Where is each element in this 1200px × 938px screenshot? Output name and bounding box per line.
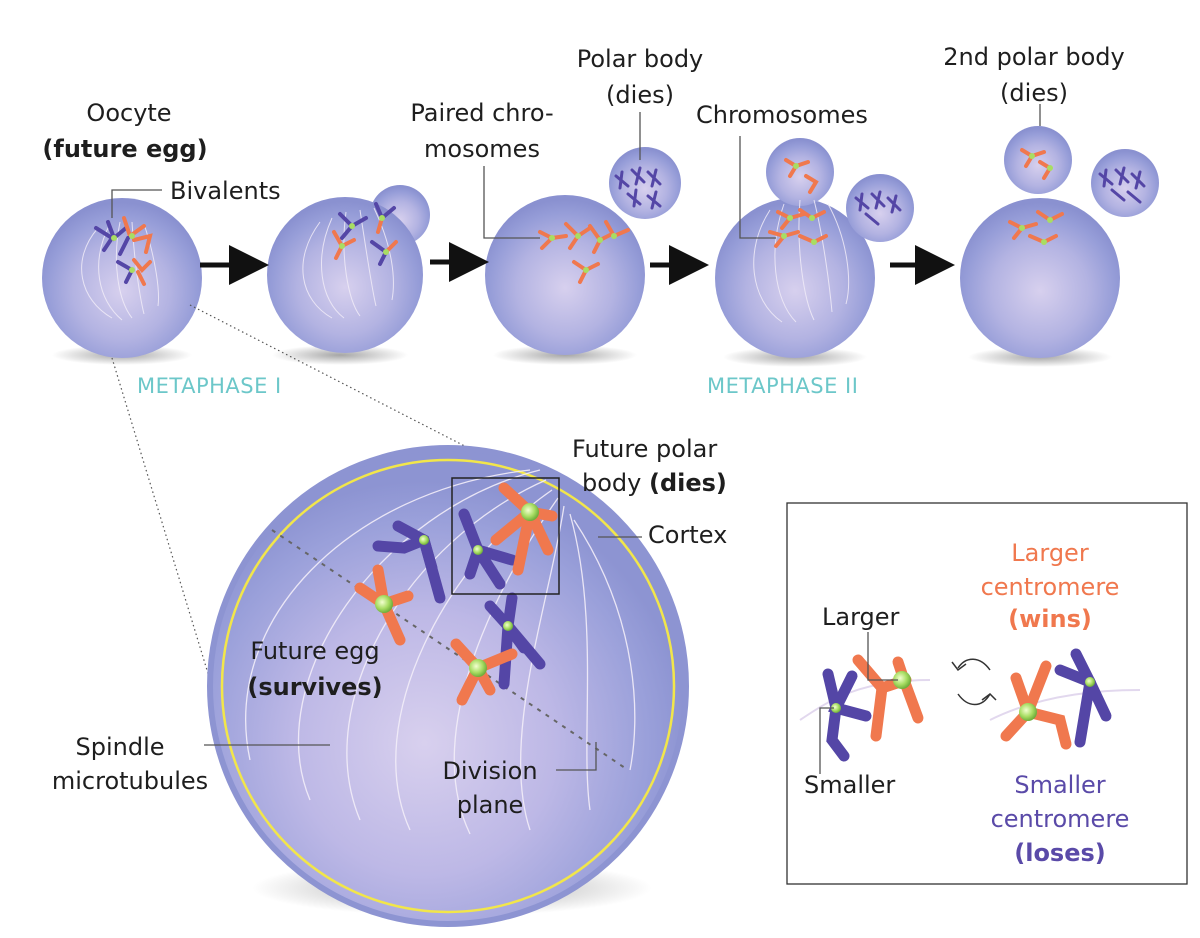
future-egg-label-2: (survives) <box>247 673 383 701</box>
legend-loses: (loses) <box>1014 839 1106 867</box>
future-polar-body-text: body <box>582 469 649 497</box>
cortex-label: Cortex <box>648 521 728 549</box>
oocyte-cell <box>42 198 202 365</box>
oocyte-label: Oocyte <box>86 99 172 127</box>
polar-body-label-1: Polar body <box>576 45 704 73</box>
legend-wins: (wins) <box>1008 605 1092 633</box>
spindle-label-2: microtubules <box>51 767 209 795</box>
legend-smaller-label: Smaller <box>804 771 896 799</box>
paired-chromosomes-cell <box>485 147 681 365</box>
future-egg-top-label: (future egg) <box>42 135 208 163</box>
spindle-fibers <box>245 469 636 835</box>
legend-smaller-centromere-1: Smaller <box>1014 771 1106 799</box>
oocyte-budding-cell <box>267 185 430 365</box>
swap-arrows-icon <box>951 658 997 706</box>
zoomed-oocyte <box>207 445 689 927</box>
legend-larger-label: Larger <box>822 603 900 631</box>
bivalents-label: Bivalents <box>170 177 281 205</box>
legend-larger-centromere-1: Larger <box>1011 539 1089 567</box>
legend-box <box>786 502 1188 885</box>
division-plane-label-1: Division <box>442 757 538 785</box>
future-polar-body-dies: (dies) <box>648 469 727 497</box>
second-polar-body-label-1: 2nd polar body <box>943 43 1125 71</box>
metaphase-ii-label: METAPHASE II <box>707 374 859 398</box>
progression-arrows <box>200 242 955 285</box>
legend-larger-centromere-2: centromere <box>980 573 1120 601</box>
chromosomes-label: Chromosomes <box>696 101 868 129</box>
legend-bivalent-right <box>989 648 1141 750</box>
metaphase-ii-cell <box>715 138 914 367</box>
legend-smaller-centromere-2: centromere <box>990 805 1130 833</box>
second-polar-body-label-2: (dies) <box>1000 79 1068 107</box>
future-polar-body-label-1: Future polar <box>572 435 718 463</box>
legend-bivalent-left <box>799 654 931 762</box>
paired-chromosomes-label-2: mosomes <box>424 135 540 163</box>
metaphase-i-label: METAPHASE I <box>137 374 282 398</box>
division-plane-label-2: plane <box>456 791 524 819</box>
spindle-label-1: Spindle <box>75 733 165 761</box>
cortex-ring <box>220 458 676 914</box>
polar-body-label-2: (dies) <box>606 81 674 109</box>
future-egg-label-1: Future egg <box>250 637 380 665</box>
final-egg-cell <box>960 126 1159 367</box>
future-polar-body-label-2: body (dies) <box>582 468 727 498</box>
paired-chromosomes-label-1: Paired chro- <box>410 99 554 127</box>
